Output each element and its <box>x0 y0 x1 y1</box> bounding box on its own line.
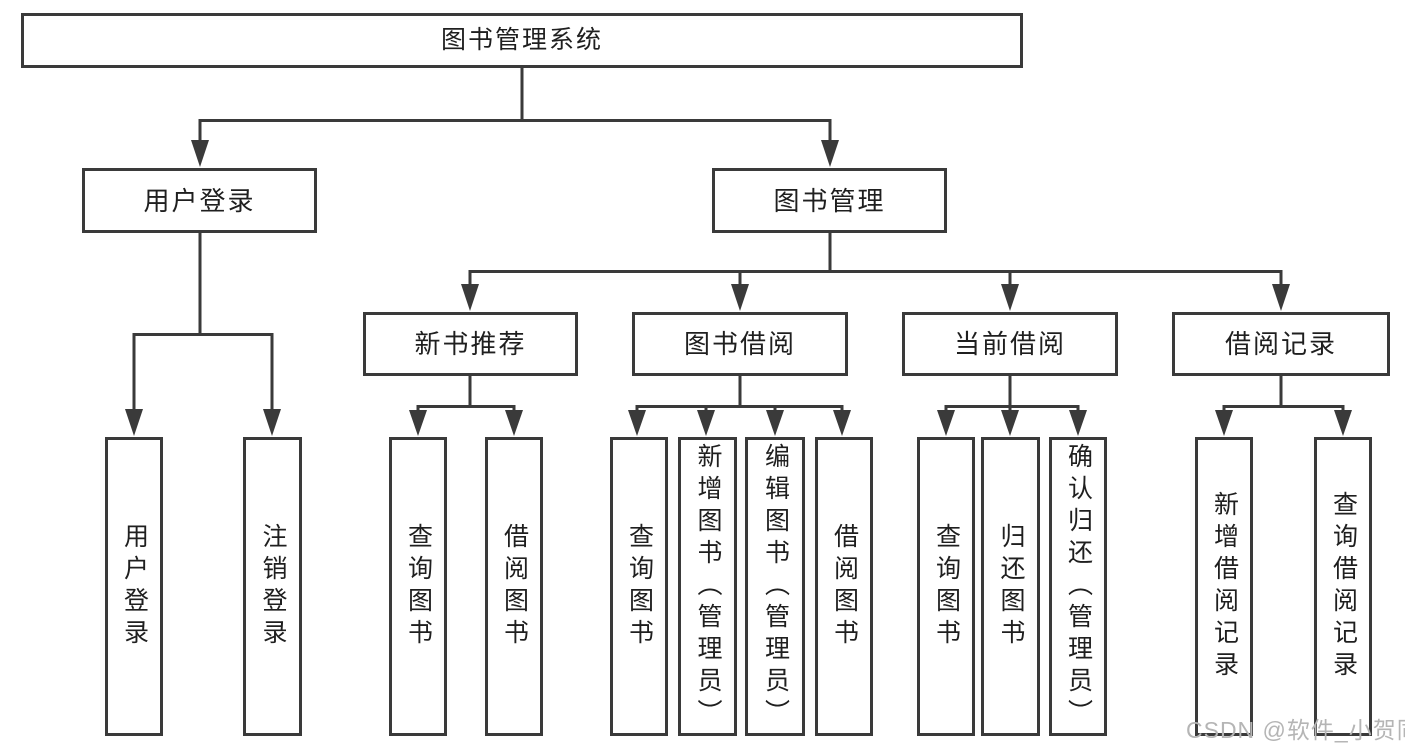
connector-bookborrow-to-leaves <box>628 375 851 436</box>
leaf-records-add-borrow-record-label: 新增借阅记录 <box>1210 490 1239 683</box>
leaf-currentborrow-confirm-return-admin: 确认归还（管理员） <box>1049 437 1107 736</box>
node-new-book-recommend: 新书推荐 <box>363 312 578 376</box>
leaf-currentborrow-query-book-label: 查询图书 <box>932 522 961 651</box>
leaf-user-login: 用户登录 <box>105 437 163 736</box>
leaf-bookborrow-edit-book-admin-label: 编辑图书（管理员） <box>761 442 790 731</box>
leaf-records-query-borrow-record: 查询借阅记录 <box>1314 437 1372 736</box>
leaf-currentborrow-confirm-return-admin-label: 确认归还（管理员） <box>1064 442 1093 731</box>
leaf-bookborrow-borrow-book-label: 借阅图书 <box>830 522 859 651</box>
leaf-records-add-borrow-record: 新增借阅记录 <box>1195 437 1253 736</box>
node-book-borrow-label: 图书借阅 <box>683 329 796 359</box>
node-borrow-records-label: 借阅记录 <box>1224 329 1337 359</box>
leaf-currentborrow-return-book: 归还图书 <box>981 437 1040 736</box>
connector-bookmgmt-to-level3 <box>461 233 1290 311</box>
node-borrow-records: 借阅记录 <box>1172 312 1390 376</box>
node-book-management-label: 图书管理 <box>773 185 886 216</box>
node-book-borrow: 图书借阅 <box>632 312 848 376</box>
node-book-management: 图书管理 <box>712 168 947 233</box>
node-user-login: 用户登录 <box>82 168 317 233</box>
csdn-watermark: CSDN @软件_小贺同学 <box>1186 717 1405 743</box>
connector-userlogin-to-leaves <box>125 233 281 436</box>
leaf-bookborrow-add-book-admin-label: 新增图书（管理员） <box>694 442 722 731</box>
leaf-newbooks-query-book: 查询图书 <box>389 437 447 736</box>
connector-newbooks-to-leaves <box>409 375 523 436</box>
leaf-newbooks-borrow-book-label: 借阅图书 <box>500 522 529 651</box>
leaf-newbooks-borrow-book: 借阅图书 <box>485 437 543 736</box>
leaf-bookborrow-query-book: 查询图书 <box>610 437 668 736</box>
leaf-bookborrow-add-book-admin: 新增图书（管理员） <box>678 437 737 736</box>
node-new-book-recommend-label: 新书推荐 <box>414 329 527 359</box>
node-user-login-label: 用户登录 <box>143 185 256 216</box>
leaf-records-query-borrow-record-label: 查询借阅记录 <box>1329 490 1358 683</box>
connector-root-to-level2 <box>191 68 839 167</box>
leaf-bookborrow-query-book-label: 查询图书 <box>625 522 654 651</box>
leaf-user-login-label: 用户登录 <box>120 522 149 651</box>
leaf-logout-label: 注销登录 <box>259 522 287 651</box>
leaf-currentborrow-return-book-label: 归还图书 <box>997 522 1025 651</box>
connector-currentborrow-to-leaves <box>937 375 1087 436</box>
leaf-newbooks-query-book-label: 查询图书 <box>404 522 433 651</box>
leaf-bookborrow-edit-book-admin: 编辑图书（管理员） <box>745 437 805 736</box>
node-current-borrow-label: 当前借阅 <box>953 329 1066 359</box>
node-current-borrow: 当前借阅 <box>902 312 1118 376</box>
leaf-bookborrow-borrow-book: 借阅图书 <box>815 437 873 736</box>
leaf-currentborrow-query-book: 查询图书 <box>917 437 975 736</box>
leaf-logout: 注销登录 <box>243 437 302 736</box>
node-library-management-system-label: 图书管理系统 <box>440 26 603 54</box>
connector-borrowrecords-to-leaves <box>1215 375 1352 436</box>
node-library-management-system: 图书管理系统 <box>21 13 1023 68</box>
